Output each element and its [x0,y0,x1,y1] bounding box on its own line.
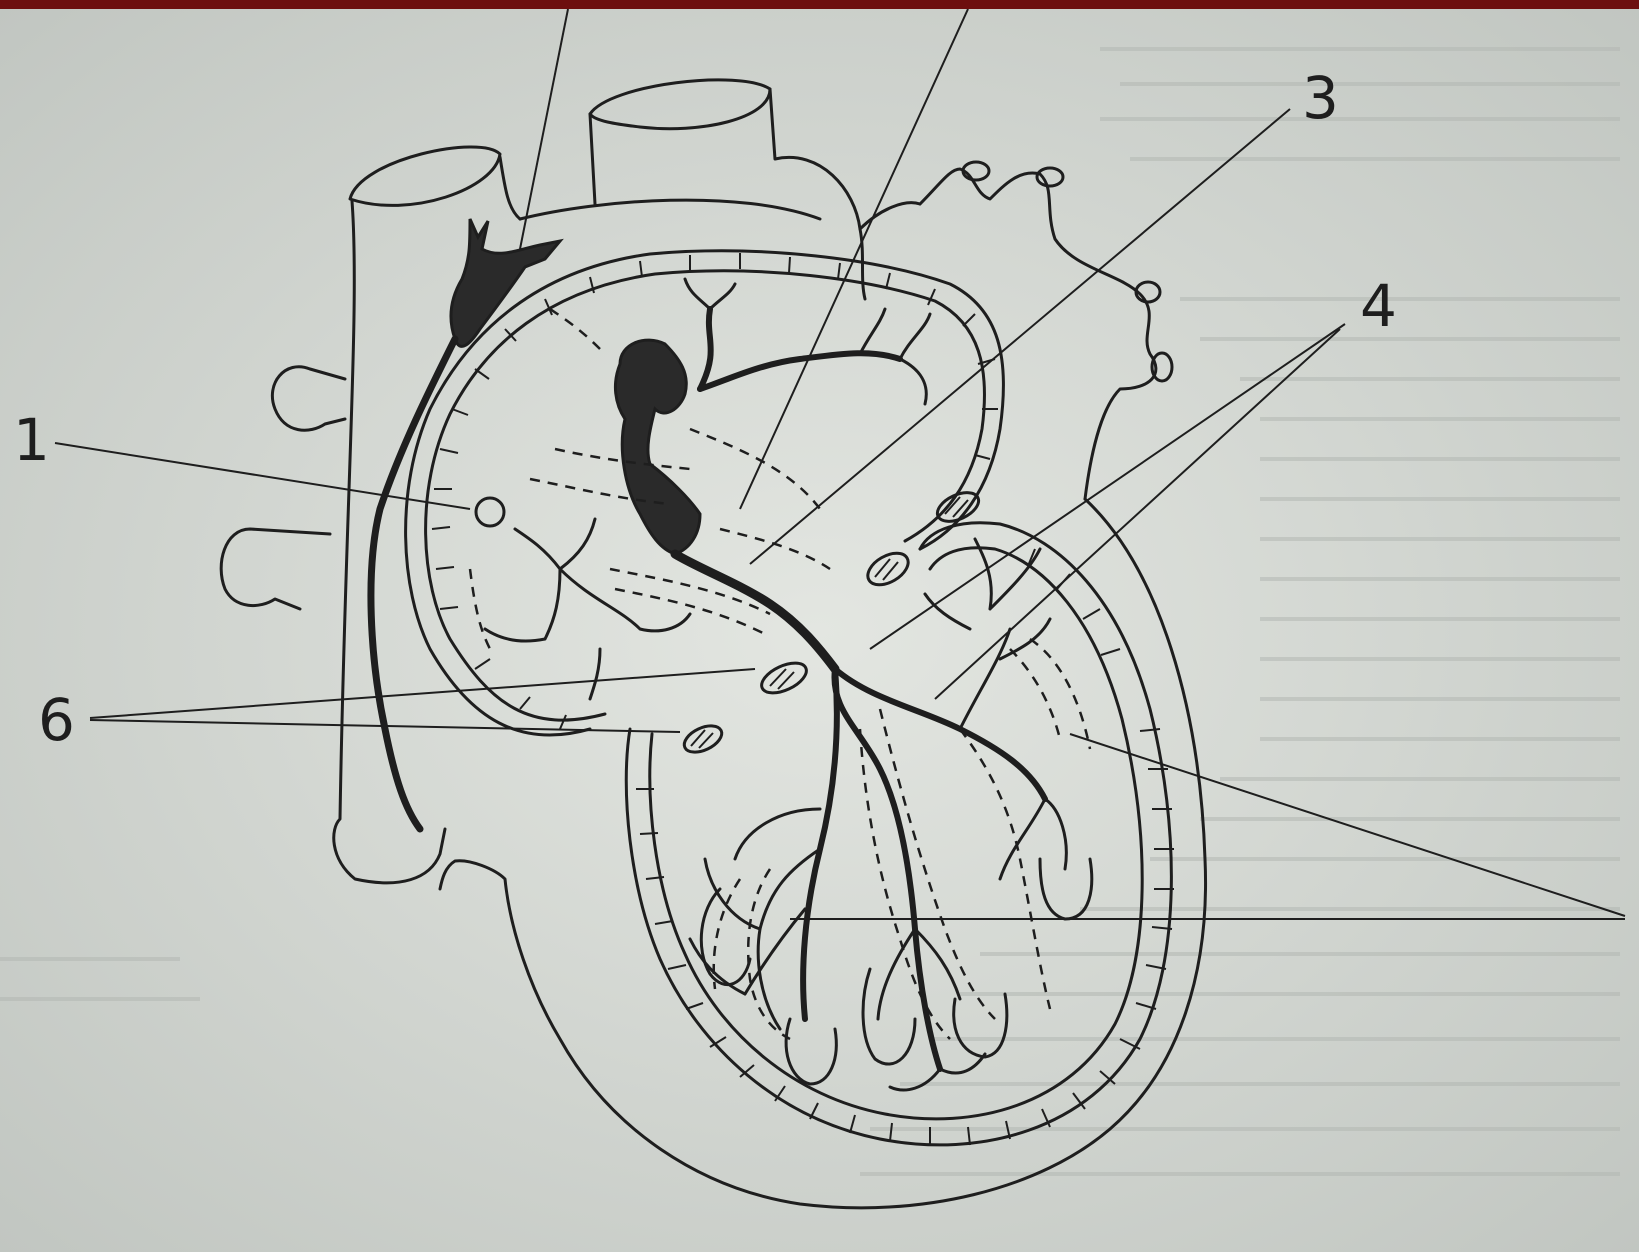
label-3: 3 [1302,69,1339,127]
label-1: 1 [13,411,50,469]
paper-background [0,9,1639,1252]
label-6: 6 [38,691,75,749]
heart-diagram [0,9,1639,1252]
top-red-border [0,0,1639,9]
label-4: 4 [1360,277,1397,335]
scanned-page: 1 3 4 6 [0,9,1639,1252]
